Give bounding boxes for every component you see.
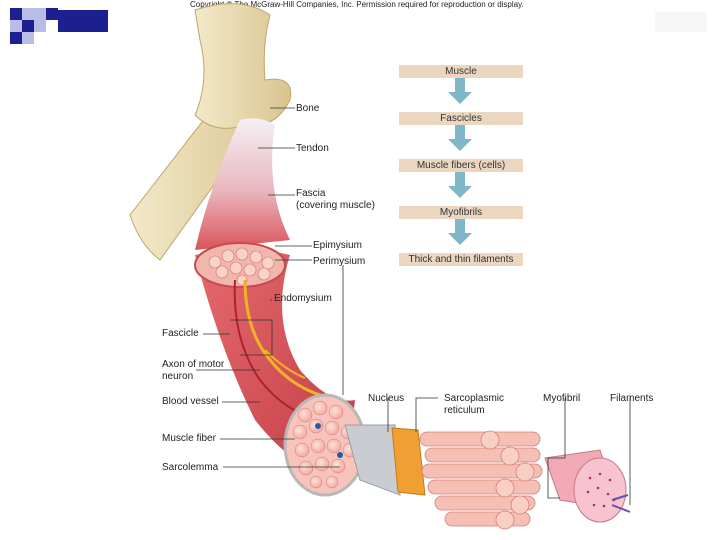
filament-dots (586, 472, 616, 508)
nucleus-dot (315, 423, 321, 429)
nerve-branch (264, 349, 306, 379)
square-light (22, 8, 34, 20)
motor-neuron-axon (243, 279, 321, 397)
label-sarcolemma: Sarcolemma (162, 462, 219, 473)
label-fascicle: Fascicle (162, 328, 199, 339)
label-tendon: Tendon (296, 143, 329, 154)
square-dark (10, 32, 22, 44)
label-sarcoplasmic: Sarcoplasmic (444, 393, 505, 404)
fiber-cross-dots (292, 400, 358, 489)
flow-arrow-icon (448, 125, 472, 151)
filament-strands (611, 494, 631, 513)
copyright-notice: Copyright © The McGraw-Hill Companies, I… (190, 0, 524, 9)
sarcoplasmic-reticulum-band (391, 427, 426, 496)
bone-head (194, 3, 292, 129)
faint-box (655, 12, 707, 32)
tendon (195, 118, 290, 250)
square-light (34, 8, 46, 20)
fascicle-dots (208, 247, 275, 286)
flow-arrow-icon (448, 172, 472, 198)
square-dark (58, 10, 108, 32)
label-axon-neuron: neuron (162, 371, 194, 382)
square-light (22, 32, 34, 44)
label-sarcoplasmic-reticulum: reticulum (444, 405, 485, 416)
filament-cross-section (573, 457, 627, 523)
flow-box-muscle: Muscle (399, 65, 523, 78)
label-axon: Axon of motor (162, 359, 225, 370)
label-filaments: Filaments (610, 393, 654, 404)
nucleus-dot (337, 452, 343, 458)
label-nucleus: Nucleus (368, 393, 405, 404)
flow-box-filaments: Thick and thin filaments (399, 253, 523, 266)
label-myofibril: Myofibril (543, 393, 581, 404)
flow-arrow-icon (448, 219, 472, 245)
square-dark (10, 8, 22, 20)
label-endomysium: Endomysium (274, 293, 332, 304)
flow-arrow-icon (448, 78, 472, 104)
square-dark (46, 8, 58, 20)
label-fascia: Fascia (296, 188, 326, 199)
square-light (34, 20, 46, 32)
label-bone: Bone (296, 103, 320, 114)
label-perimysium: Perimysium (313, 256, 366, 267)
square-light (10, 20, 22, 32)
flow-box-fascicles: Fascicles (399, 112, 523, 125)
myofibril-ends (480, 430, 535, 530)
leader-lines (196, 107, 631, 505)
muscle-fiber-sheath (344, 424, 401, 496)
label-fascia-detail: (covering muscle) (296, 200, 375, 211)
flow-box-muscle-fibers: Muscle fibers (cells) (399, 159, 523, 172)
label-epimysium: Epimysium (313, 240, 362, 251)
square-dark (22, 20, 34, 32)
label-blood-vessel: Blood vessel (162, 396, 219, 407)
corner-squares-decoration (0, 0, 110, 50)
flow-box-myofibrils: Myofibrils (399, 206, 523, 219)
label-muscle-fiber: Muscle fiber (162, 433, 216, 444)
